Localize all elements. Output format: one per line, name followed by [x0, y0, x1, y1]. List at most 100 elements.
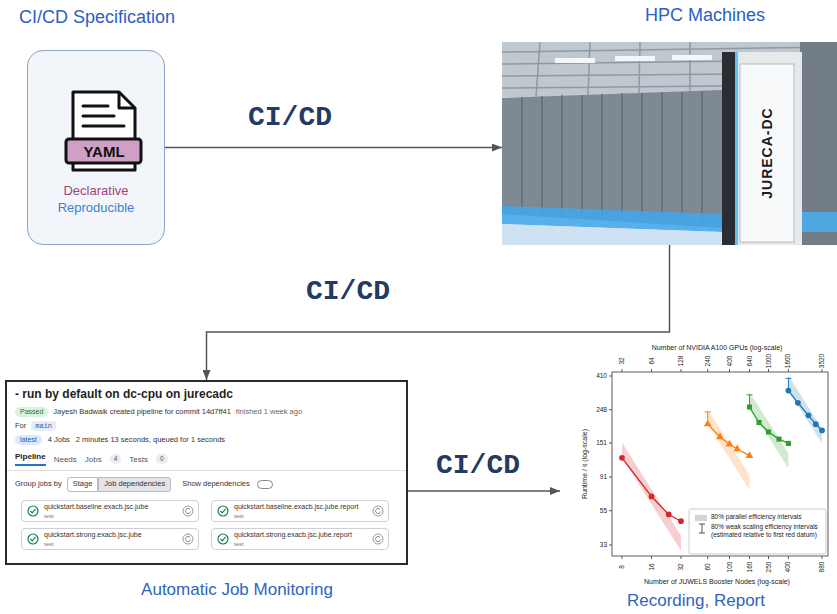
- legend-entry: 80% weak scaling efficiency intervals (e…: [695, 523, 825, 539]
- data-marker: [756, 420, 761, 425]
- branch-badge: main: [31, 421, 56, 431]
- pipeline-meta: Jayesh Badwaik created pipeline for comm…: [53, 408, 230, 417]
- data-marker: [746, 451, 754, 458]
- data-marker: [704, 420, 712, 427]
- feature-text: Declarative: [28, 184, 164, 199]
- tick-mark: [609, 443, 612, 444]
- legend-text: 80% parallel efficiency intervals: [711, 513, 825, 521]
- tick-label: 100: [726, 562, 733, 573]
- data-marker: [619, 455, 625, 461]
- tab-label: Tests: [129, 455, 148, 464]
- axis-title: Number of NVIDIA A100 GPUs (log-scale): [652, 344, 783, 352]
- tick-label: 410: [596, 372, 607, 379]
- feature-text: Reproducible: [28, 201, 164, 216]
- axis-title: Runtime / s (log-scale): [581, 429, 589, 499]
- option-label: Group jobs by: [15, 480, 62, 489]
- tick-label: 3520: [818, 354, 825, 368]
- legend-swatch: [695, 515, 707, 521]
- count-badge: 0: [156, 454, 168, 463]
- series-line: [788, 391, 822, 431]
- spec-box-fill: [27, 50, 165, 245]
- tick-label: 32: [677, 563, 684, 570]
- pipeline-title: - run by default on dc-cpu on jurecadc: [15, 388, 233, 402]
- efficiency-band: [708, 409, 750, 490]
- job-count: 4 Jobs: [48, 436, 70, 445]
- data-marker: [716, 433, 724, 440]
- tick-label: 55: [600, 507, 607, 514]
- stage-name: test: [234, 513, 244, 520]
- flow-arrow: [408, 490, 560, 492]
- tick-mark: [651, 369, 652, 559]
- tick-mark: [681, 369, 682, 559]
- tab-label: Jobs: [85, 455, 102, 464]
- tick-mark: [609, 510, 612, 511]
- text-row: Group jobs byStageJob dependenciesShow d…: [15, 477, 273, 492]
- retry-icon: [372, 505, 384, 517]
- cicd-logo-label: CI/CD: [245, 103, 335, 134]
- series-line: [750, 407, 789, 443]
- tick-label: 240: [704, 356, 711, 367]
- duration-text: 2 minutes 13 seconds, queued for 1 secon…: [76, 436, 225, 445]
- plot-frame: [612, 372, 828, 556]
- efficiency-band: [622, 443, 681, 551]
- tab-label: Pipeline: [15, 452, 46, 466]
- legend-errorbar-sample: [699, 524, 705, 533]
- tick-label: 151: [596, 439, 607, 446]
- stage-name: test: [44, 541, 54, 548]
- tick-label: 8: [618, 565, 625, 569]
- tick-mark: [622, 369, 623, 559]
- tick-label: 400: [726, 356, 733, 367]
- text-row: Formain: [15, 421, 56, 431]
- text-row: - run by default on dc-cpu on jurecadc: [15, 388, 233, 402]
- job-card: quickstart.strong.exacb.jsc.jube.report t…: [211, 528, 389, 550]
- text-row: Passed Jayesh Badwaik created pipeline fo…: [15, 407, 302, 417]
- tick-label: 33: [600, 541, 607, 548]
- spec-box: CI/CD SpecificationYAMLDeclarativeReprod…: [27, 50, 165, 245]
- text-row: PipelineNeedsJobs4Tests0: [15, 452, 168, 466]
- cicd-logo-label: CI/CD: [433, 451, 523, 482]
- data-marker: [776, 437, 781, 442]
- data-marker: [806, 412, 812, 418]
- status-check-icon: [27, 505, 39, 517]
- machine-photo: HPC MachinesJURECA-DC: [502, 42, 837, 245]
- scaling-plot: [609, 369, 828, 559]
- status-badge: Passed: [15, 407, 48, 417]
- data-marker: [726, 440, 734, 447]
- tab-divider: [7, 470, 406, 471]
- section-heading: Recording, Report: [627, 591, 765, 611]
- stage-name: test: [234, 541, 244, 548]
- toggle-button: Job dependencies: [98, 477, 171, 492]
- job-name: quickstart.strong.exacb.jsc.jube.report: [234, 531, 352, 539]
- job-card: quickstart.baseline.exacb.jsc.jube test: [21, 500, 199, 522]
- status-check-icon: [217, 533, 229, 545]
- tick-label: 64: [648, 357, 655, 364]
- icon-label: YAML: [83, 143, 124, 160]
- retry-icon: [372, 533, 384, 545]
- data-marker: [819, 428, 825, 434]
- data-marker: [786, 441, 791, 446]
- job-card: quickstart.strong.exacb.jsc.jube test: [21, 528, 199, 550]
- pipeline-screenshot: quickstart.baseline.exacb.jsc.jubetestqu…: [5, 380, 408, 565]
- axis-title: Number of JUWELS Booster Nodes (log-scal…: [644, 578, 790, 586]
- yaml-icon: [66, 92, 141, 170]
- tick-label: 1600: [785, 354, 792, 368]
- tick-label: 1000: [765, 354, 772, 368]
- data-marker: [813, 421, 819, 427]
- job-name: quickstart.baseline.exacb.jsc.jube.repor…: [234, 503, 359, 511]
- tick-mark: [609, 545, 612, 546]
- series-line: [708, 424, 750, 456]
- tick-label: 32: [618, 357, 625, 364]
- job-card: quickstart.baseline.exacb.jsc.jube.repor…: [211, 500, 389, 522]
- job-name: quickstart.strong.exacb.jsc.jube: [44, 531, 142, 539]
- data-marker: [666, 512, 672, 518]
- count-badge: 4: [110, 454, 122, 463]
- tick-mark: [609, 477, 612, 478]
- retry-icon: [182, 505, 194, 517]
- section-heading: CI/CD Specification: [19, 7, 175, 28]
- tick-label: 400: [785, 562, 792, 573]
- series-line: [622, 458, 681, 521]
- status-check-icon: [27, 533, 39, 545]
- stage-name: test: [44, 513, 54, 520]
- job-name: quickstart.baseline.exacb.jsc.jube: [44, 503, 148, 511]
